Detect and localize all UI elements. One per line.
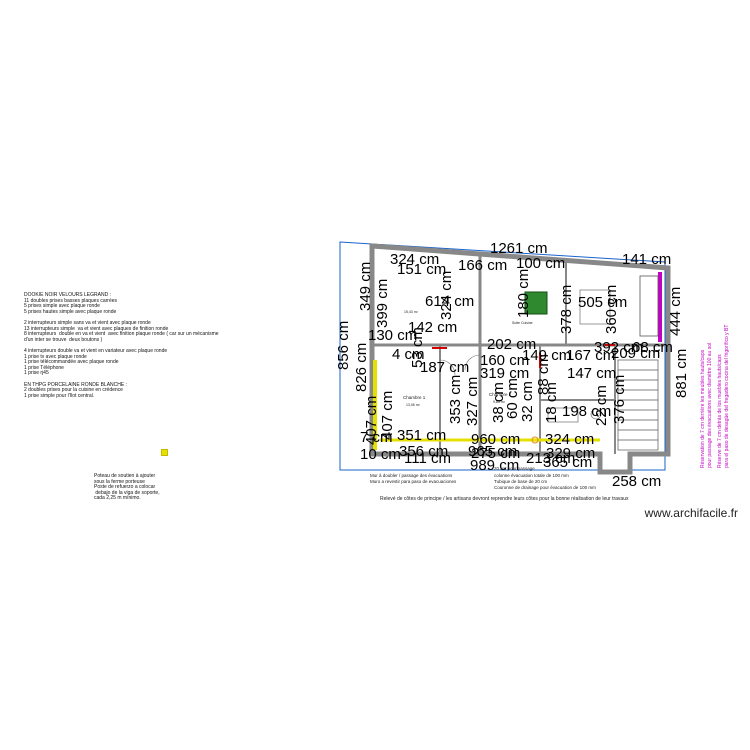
dim-small-a: 4 cm [392, 346, 425, 363]
dim-small-e: 38 cm [490, 382, 507, 423]
dim-mid-a: 614 cm [425, 293, 474, 310]
poteau-note: Poteau de soutien à ajouter sous la ferm… [94, 473, 160, 502]
door-arc-1 [439, 359, 456, 376]
releve-note: Relevé de côtes de principe / les artisa… [380, 496, 629, 502]
outer-wall [369, 243, 671, 475]
dim-mid-t: 356 cm [399, 443, 448, 460]
orange-mark [531, 436, 539, 444]
dim-small-i: 18 cm [543, 382, 560, 423]
dim-left-e: 407 cm [379, 391, 396, 440]
dim-right-b: 360 cm [603, 285, 620, 334]
dim-small-g: 32 cm [519, 381, 536, 422]
green-table [524, 291, 548, 315]
archifacile-watermark[interactable]: www.archifacile.fr [644, 506, 738, 520]
dim-mid-x: 324 cm [545, 431, 594, 448]
dim-mid-h: 392 cm [594, 339, 643, 356]
dim-top-total: 1261 cm [490, 240, 548, 257]
room-label-chambre1: Chambre 1 [403, 395, 426, 400]
dim-mid-b: 324 cm [438, 271, 455, 320]
dim-mid-r: 960 cm [471, 431, 520, 448]
dim-mid-w: 329 cm [546, 445, 595, 462]
dim-mid-k: 319 cm [480, 365, 529, 382]
room-label-chambre2: Chambre 2 [489, 392, 512, 397]
dim-mid-o: 353 cm [447, 375, 464, 424]
poteau-marker [161, 449, 168, 456]
room-area-sdb: 15,43 m² [404, 310, 419, 314]
dim-top-d: 100 cm [516, 255, 565, 272]
dim-right-a: 505 cm [578, 294, 627, 311]
dim-small-j: 22 cm [593, 385, 610, 426]
note-yellow-2: Muro a revestir para paso de evacuacione… [370, 479, 457, 484]
dim-mid-m: 187 cm [420, 359, 469, 376]
dim-mid-u: 275 cm [471, 445, 520, 462]
room-area-chambre2: 9,85 m² [493, 400, 506, 404]
wc [590, 408, 602, 420]
dim-mid-d: 142 cm [408, 319, 457, 336]
dim-bottom-right: 258 cm [612, 473, 661, 490]
vertical-note-4: para el paso de desagüe del fregadero co… [724, 324, 730, 468]
dim-small-c: 10 cm [360, 446, 401, 463]
dim-mid-v: 989 cm [470, 457, 519, 474]
dim-right-c: 378 cm [558, 285, 575, 334]
dim-top-b: 151 cm [397, 261, 446, 278]
dim-mid-e: 202 cm [487, 336, 536, 353]
dim-small-f: 60 cm [504, 378, 521, 419]
vertical-note-2: pour passage des évacuations avec diamèt… [707, 342, 713, 468]
kitchen-counter [639, 275, 659, 337]
dim-top-left: 324 cm [390, 251, 439, 268]
dim-mid-aa: 376 cm [611, 375, 628, 424]
door-arc-2 [464, 354, 481, 371]
dim-left-d: 407 cm [363, 396, 380, 445]
room-area-chambre1: 13,06 m² [406, 403, 421, 407]
dim-mid-z: 198 cm [562, 403, 611, 420]
dim-left-a: 349 cm [357, 262, 374, 311]
dim-mid-q: 351 cm [397, 427, 446, 444]
dim-mid-s: 965 cm [468, 443, 517, 460]
dim-small-b: 7 cm [360, 429, 393, 446]
note-yellow-1: Mur à doubler / passage des évacuations [370, 473, 453, 478]
kitchen-island [579, 289, 611, 325]
vertical-note-3: Réserve de 7 cm detrás de los muebles ha… [717, 354, 723, 468]
dim-mid-c: 180 cm [515, 269, 532, 318]
vertical-note-1: Réservation de 7 cm derrière les meubles… [700, 349, 706, 468]
dim-left-total: 856 cm [335, 321, 352, 370]
dim-mid-f: 149 cm [522, 347, 571, 364]
dim-mid-j: 68 cm [632, 339, 673, 356]
dim-mid-i: 209 cm [611, 345, 660, 362]
dim-bottom-a: 111 cm [404, 450, 451, 467]
bathtub [547, 407, 579, 423]
dim-left-b: 399 cm [374, 279, 391, 328]
dim-right-inner: 444 cm [667, 287, 684, 336]
dim-bottom-b: 213 cm [526, 450, 575, 467]
dim-mid-y: 365 cm [543, 454, 592, 471]
dim-mid-l: 160 cm [480, 352, 529, 369]
room-label-kitchen: Suite Cuisine [512, 321, 533, 325]
note-orange-4: Couronne de drainage pour évacuation de … [494, 485, 596, 490]
note-orange-3: Tubique de base de 20 cm [494, 479, 547, 484]
dim-small-d: 53 cm [409, 327, 426, 368]
blue-outline [339, 241, 666, 471]
legrand-spec-note: DOOKIE NOIR VELOURS LEGRAND : 11 doubles… [24, 292, 219, 399]
dim-mid-n: 147 cm [567, 365, 616, 382]
dim-mid-g: 167 cm [566, 347, 615, 364]
dim-left-inner: 826 cm [353, 343, 370, 392]
staircase [617, 359, 659, 451]
dim-small-h: 88 cm [535, 354, 552, 395]
dim-left-c: 130 cm [368, 327, 417, 344]
dim-top-c: 166 cm [458, 257, 507, 274]
note-orange-1: 20 cm pour passage [494, 466, 535, 471]
dim-top-right: 141 cm [622, 251, 671, 268]
dim-mid-p: 327 cm [464, 377, 481, 426]
dim-right-total: 881 cm [673, 349, 690, 398]
note-orange-2: colonne évacuation totale de 100 mm [494, 473, 569, 478]
